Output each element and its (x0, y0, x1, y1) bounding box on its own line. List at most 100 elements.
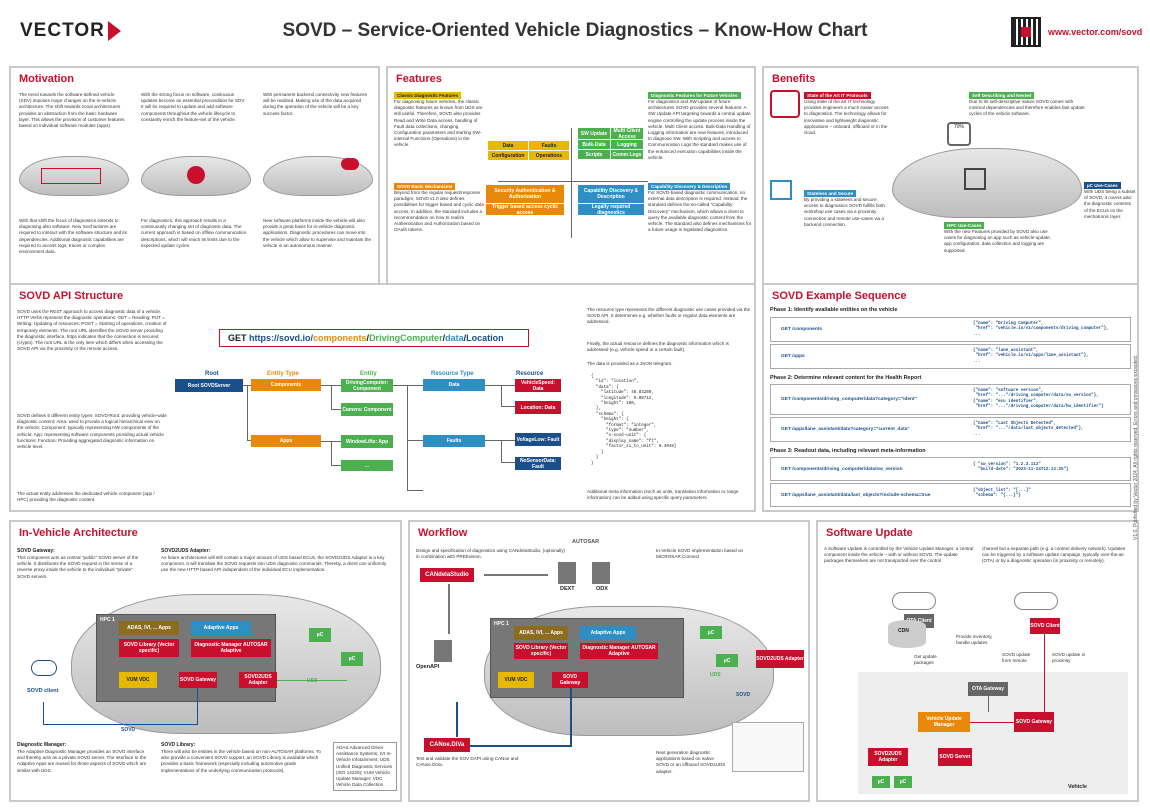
json-telegram: { "id": "location", "data": { "latitude"… (587, 373, 707, 469)
components-node: Components (251, 379, 321, 391)
request-row-2: GET /apps{"name": "lane_assistant", "hre… (770, 344, 1131, 369)
request-get-last-objects: GET /apps/lane_assistant/data/last_objec… (781, 493, 931, 498)
motivation-text-5: For diagnostics, this approach results i… (141, 218, 247, 248)
connector-drive-faults (407, 385, 423, 441)
state-of-art-text: Using state of the art IT technology pro… (804, 99, 889, 136)
sovd-connection-label: SOVD (121, 727, 136, 733)
gateway-connection (197, 688, 198, 725)
workflow-implementation-text: In-Vehicle SOVD implementation based on … (656, 548, 744, 560)
uds-connection (277, 680, 347, 681)
uds-label: UDS (307, 678, 318, 684)
uc-box-1: µC (309, 628, 331, 642)
library-text: There will also be entities in the vehic… (161, 749, 321, 773)
connector-faults-voltage (485, 440, 515, 441)
hpc-usecases-label: HPC Use-Cases (944, 222, 985, 229)
get-update-packages-label: Get update packages (914, 654, 937, 666)
cdn-label: CDN (898, 628, 909, 634)
logo-arrow-icon (107, 21, 121, 41)
software-update-title: Software Update (826, 527, 913, 539)
faults-node: Faults (423, 435, 485, 447)
api-intro-text: SOVD uses the REST approach to access di… (17, 309, 167, 352)
gateway-canoe-connection (570, 688, 572, 746)
api-meta-text: Additional meta information (such as uni… (587, 489, 739, 501)
capability-label: Capability Discovery & Description (648, 183, 731, 190)
workflow-library-box: SOVD Library (Vector specific) (514, 643, 568, 659)
client-connection-horizontal (43, 724, 198, 725)
update-progress-icon: 70% (947, 122, 971, 146)
workflow-gateway-box: SOVD Gateway (552, 672, 588, 688)
header-resource-type: Resource Type (431, 371, 474, 377)
feature-legal-diagnostics: Legally required diagnostics (578, 204, 644, 216)
feature-security: Security Authentication & Authorization (486, 185, 564, 203)
api-entity-note: The actual entity addresses the dedicate… (17, 491, 155, 503)
request-get-components: GET /components (781, 327, 823, 332)
more-entities-node: ... (341, 460, 393, 471)
future-features-label: Diagnostic Features for Future Vehicles (648, 92, 741, 99)
cloud-icon (341, 158, 359, 170)
request-get-current-data: GET /apps/lane_assistant/data?category="… (781, 427, 910, 432)
feature-configuration: Configuration (488, 151, 528, 160)
url-resource-type: data (445, 333, 464, 343)
software-update-text-2: channel but a separate path (e.g. a cont… (982, 546, 1126, 564)
workflow-hpc-label: HPC 1 (494, 621, 509, 627)
sovd-gateway-box: SOVD Gateway (179, 672, 217, 688)
page-title: SOVD – Service-Oriented Vehicle Diagnost… (282, 20, 868, 41)
feature-faults: Faults (529, 141, 569, 150)
quadrant-horizontal-line (498, 181, 648, 182)
update-in-proximity-label: SOVD update in proximity (1052, 652, 1086, 664)
api-entities-text: SOVD defines 5 different entity types: S… (17, 413, 167, 450)
api-structure-panel: SOVD API Structure SOVD uses the REST ap… (9, 283, 756, 512)
classic-features-label: Classic Diagnostic Features (394, 92, 462, 99)
windowlifts-node: WindowLifts: App (341, 435, 393, 448)
motivation-text-4: With that shift the focus of diagnostics… (19, 218, 128, 255)
feature-data: Data (488, 141, 528, 150)
zonal-architecture-icon (41, 168, 101, 184)
benefits-panel: Benefits State of the Art IT Protocols U… (762, 66, 1139, 285)
response-components: {"name": "Driving Computer", "href": "ve… (969, 320, 1113, 341)
workflow-adapter-box: SOVD2UDS Adapter (756, 650, 804, 668)
nosensordata-node: NoSensorData: Fault (515, 457, 561, 470)
client-connection-vertical (43, 702, 44, 724)
url-entity: DrivingComputer (369, 333, 443, 343)
workflow-vum-box: VUM VDC (498, 672, 534, 688)
api-json-text: The data is provided as a JSON telegram. (587, 361, 673, 366)
feature-comm-logs: Comm Logs (611, 150, 643, 159)
gateway-label: SOVD Gateway: (17, 548, 55, 554)
swu-adapter-box: SOVD2UDS Adapter (868, 748, 908, 766)
hpc-usecases-text: With the new Features provided by SOVD a… (944, 229, 1052, 253)
diagnostic-app-screenshot (732, 722, 804, 772)
connector-data-speed (485, 385, 515, 386)
openapi-label: OpenAPI (416, 664, 440, 670)
features-panel: Features Classic Diagnostic Features For… (386, 66, 756, 285)
vum-vdc-box: VUM VDC (119, 672, 157, 688)
stateless-label: Stateless and Secure (804, 190, 857, 197)
workflow-test-text: Test and validate the SOV DAPI using CAN… (416, 756, 519, 768)
camera-node: Camera: Component (341, 403, 393, 416)
odx-label: ODX (596, 586, 608, 592)
software-update-panel: Software Update A Software Update is con… (816, 520, 1139, 802)
self-describing-label: Self Describing and Nested (969, 92, 1035, 99)
basic-mechanisms-label: SOVD Basic Mechanisms (394, 183, 456, 190)
url-resource: Location (466, 333, 504, 343)
dm-label: Diagnostic Manager: (17, 742, 67, 748)
ota-cloud-icon (892, 592, 936, 610)
http-verb: GET (228, 333, 247, 343)
feature-scripts: Scripts (578, 150, 610, 159)
hpc-1-label: HPC 1 (100, 617, 115, 623)
connector-components-camera (331, 385, 341, 410)
request-row-4: GET /apps/lane_assistant/data?category="… (770, 417, 1131, 442)
request-row-5: GET /components/driving_computer/data/sw… (770, 457, 1131, 481)
response-last-objects: {"object_list": "[...]" "schema": "{...}… (969, 487, 1035, 502)
state-of-art-label: State of the Art IT Protocols (804, 92, 871, 99)
sovd-cloud-icon (1014, 592, 1058, 610)
car-topview-illustration (892, 148, 1082, 218)
website-link[interactable]: www.vector.com/sovd (1048, 27, 1143, 37)
dext-label: DEXT (560, 586, 575, 592)
response-ident: {"name": "software version", "href": "..… (969, 387, 1108, 413)
sovd-client-box: SOVD Client (1030, 618, 1060, 634)
self-describing-text: Due to its self-descriptive nature SOVD … (969, 99, 1085, 117)
header-resource: Resource (516, 371, 544, 377)
cdn-database-icon (888, 620, 926, 648)
root-sovdserver-node: Root SOVDServer (175, 379, 243, 392)
basic-mechanisms-text: Beyond from the regular request/response… (394, 190, 484, 233)
